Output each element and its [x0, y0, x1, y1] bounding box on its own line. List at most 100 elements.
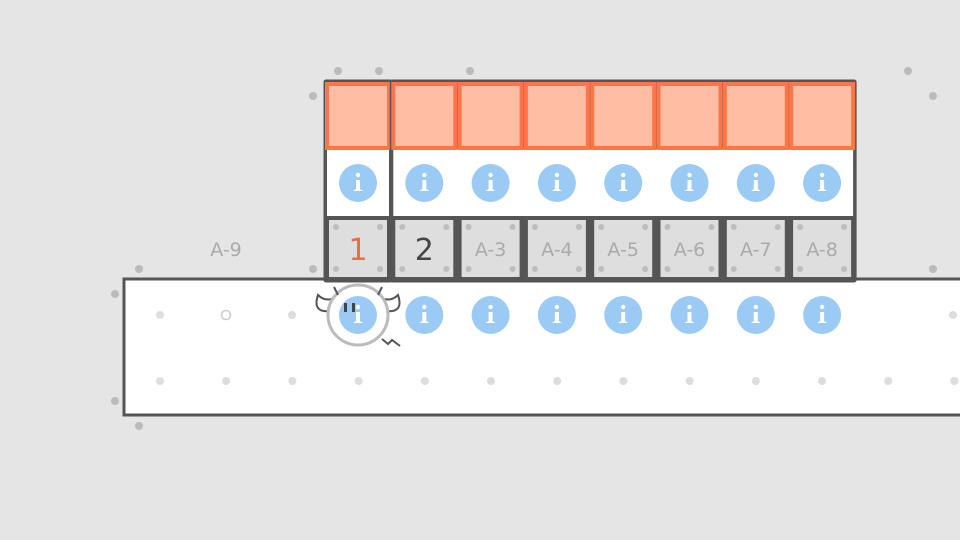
tray-dot [884, 377, 893, 385]
slot-cell [793, 220, 852, 277]
info-dot [422, 172, 427, 178]
info-stem [485, 312, 496, 323]
info-icon[interactable] [670, 164, 709, 202]
slot-dot [333, 266, 339, 272]
slot-dot [377, 266, 383, 272]
slot-cell [395, 220, 454, 277]
guide-dot [135, 422, 143, 430]
slot-dot [841, 224, 848, 230]
guide-dot [929, 265, 937, 273]
tray-dot [949, 311, 957, 319]
info-icon[interactable] [339, 296, 377, 334]
slot-label: 2 [415, 233, 434, 268]
info-stem [750, 180, 761, 191]
occupied-cell [722, 82, 789, 150]
tray-dot [751, 377, 760, 385]
slot-dot [509, 224, 516, 230]
info-dot [554, 172, 560, 178]
info-icon[interactable] [604, 164, 643, 202]
rack-left [323, 79, 393, 283]
slot-label: A-4 [541, 239, 573, 261]
slot-dot [797, 266, 804, 272]
info-stem [419, 312, 430, 323]
slot-dot [575, 266, 582, 272]
slot-dot [531, 266, 538, 272]
slot-dot [642, 224, 649, 230]
slot-label: A-6 [674, 239, 706, 261]
tray-dot [685, 377, 694, 385]
info-icon[interactable] [736, 164, 775, 202]
tray-dot [487, 377, 495, 385]
info-stem [353, 180, 363, 191]
slot-dot [664, 266, 671, 272]
info-stem [353, 312, 363, 323]
info-dot [554, 304, 560, 310]
occupied-cell [457, 82, 524, 150]
tray-dot [818, 377, 826, 385]
guide-dot [111, 290, 119, 298]
info-dot [753, 172, 758, 178]
slot-dot [465, 266, 472, 272]
guide-dot [904, 67, 912, 75]
info-icon[interactable] [537, 296, 576, 334]
guide-dot [111, 397, 119, 405]
tray-dot [950, 377, 959, 385]
guide-dot [466, 67, 474, 75]
slot-dot [708, 266, 715, 272]
info-stem [419, 180, 430, 191]
info-icon[interactable] [339, 164, 377, 202]
info-icon[interactable] [405, 296, 444, 334]
info-icon[interactable] [537, 164, 576, 202]
occupied-cell [325, 82, 391, 150]
slot-label: 1 [348, 233, 367, 268]
info-icon[interactable] [471, 296, 510, 334]
info-icon[interactable] [471, 164, 510, 202]
tray-dot [156, 311, 164, 319]
tray-dot [553, 377, 562, 385]
tray-dot [354, 377, 363, 385]
info-dot [355, 172, 361, 178]
info-dot [621, 304, 626, 310]
slot-cell [594, 220, 653, 277]
slot-dot [465, 224, 472, 230]
tray-info-icons [405, 296, 842, 334]
info-icon[interactable] [803, 164, 842, 202]
tray-dot [420, 377, 429, 385]
empty-ring [220, 309, 232, 321]
guide-dot [375, 67, 383, 75]
slot-dot [399, 266, 406, 272]
round-creature-icon[interactable] [315, 283, 401, 347]
slot-dot [443, 224, 450, 230]
info-icon[interactable] [604, 296, 643, 334]
creature-horns [333, 286, 383, 296]
info-dot [753, 304, 758, 310]
slot-dot [664, 224, 671, 230]
slot-dot [575, 224, 582, 230]
tray-dot [288, 311, 296, 319]
tray-dot [619, 377, 628, 385]
slot-dot [333, 224, 339, 230]
info-stem [684, 312, 695, 323]
slot-dot [377, 224, 383, 230]
info-icon[interactable] [670, 296, 709, 334]
guide-dot [929, 92, 937, 100]
info-dot [687, 172, 692, 178]
info-icon[interactable] [405, 164, 444, 202]
info-stem [750, 312, 761, 323]
tray-panel [122, 277, 960, 417]
info-dot [422, 304, 427, 310]
slot-dot [642, 266, 649, 272]
slot-dot [399, 224, 406, 230]
info-dot [488, 304, 493, 310]
info-dot [819, 172, 825, 178]
info-icon[interactable] [803, 296, 842, 334]
rack-right [389, 79, 857, 283]
slot-dot [598, 266, 605, 272]
slot-label: A-5 [607, 239, 639, 261]
info-icon[interactable] [736, 296, 775, 334]
guide-dot [309, 92, 317, 100]
tray-dot [156, 377, 164, 385]
